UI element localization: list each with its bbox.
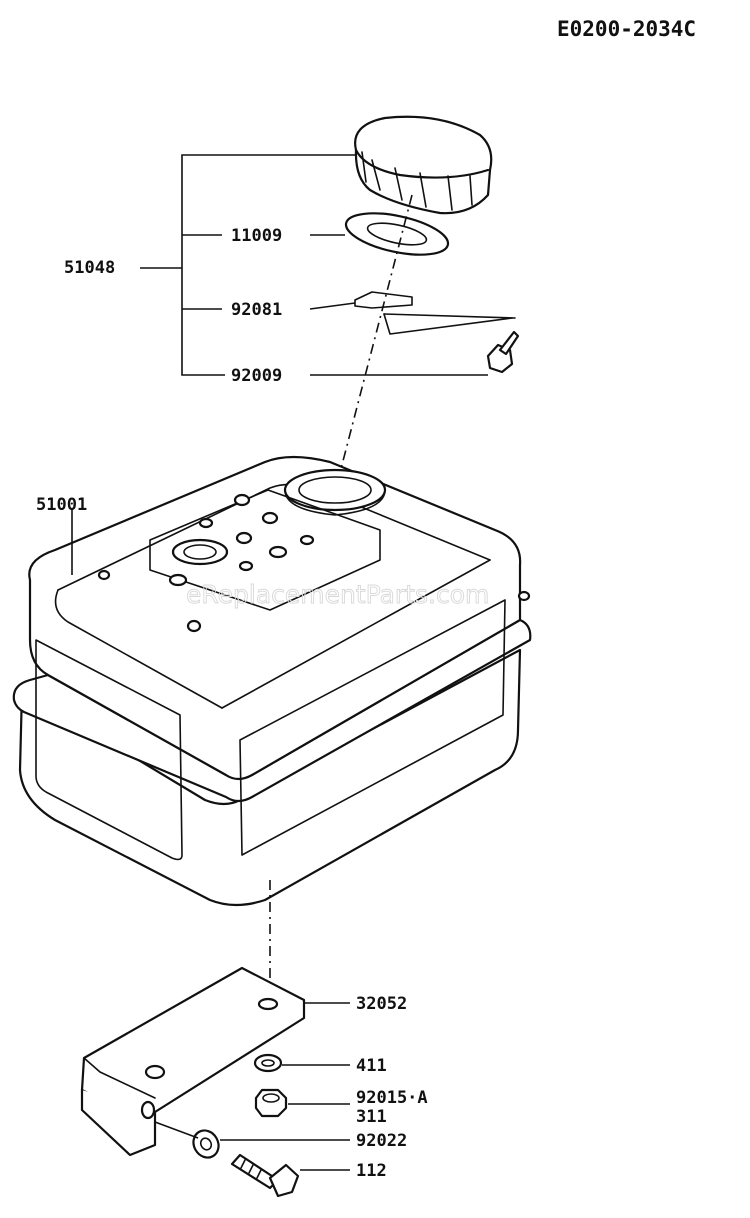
strap-screw[interactable] <box>486 330 520 374</box>
assembly-bracket-51048 <box>140 154 488 376</box>
part-label-112: 112 <box>356 1161 387 1181</box>
diagram-code: E0200-2034C <box>557 17 696 41</box>
washer-411[interactable] <box>253 1053 283 1073</box>
part-label-11009: 11009 <box>231 226 282 246</box>
part-label-51001: 51001 <box>36 495 87 515</box>
washer-92022[interactable] <box>189 1126 224 1162</box>
part-label-411: 411 <box>356 1056 387 1076</box>
part-label-92081: 92081 <box>231 300 282 320</box>
nut-92015a[interactable] <box>254 1088 288 1118</box>
part-label-32052: 32052 <box>356 994 407 1014</box>
bolt-112[interactable] <box>230 1153 300 1198</box>
fuel-tank[interactable] <box>12 455 532 907</box>
watermark: eReplacementParts.com <box>186 580 489 609</box>
leader-92022-bracket <box>154 1121 199 1139</box>
part-label-311: 311 <box>356 1107 387 1127</box>
cap-gasket[interactable] <box>342 206 451 263</box>
tank-bracket[interactable] <box>80 966 306 1157</box>
cap-strap[interactable] <box>354 291 516 335</box>
part-label-92022: 92022 <box>356 1131 407 1151</box>
cap-centerline <box>335 194 413 489</box>
fuel-cap[interactable] <box>354 115 493 215</box>
part-label-92009: 92009 <box>231 366 282 386</box>
part-label-92015a: 92015·A <box>356 1088 428 1108</box>
part-label-51048: 51048 <box>64 258 115 278</box>
